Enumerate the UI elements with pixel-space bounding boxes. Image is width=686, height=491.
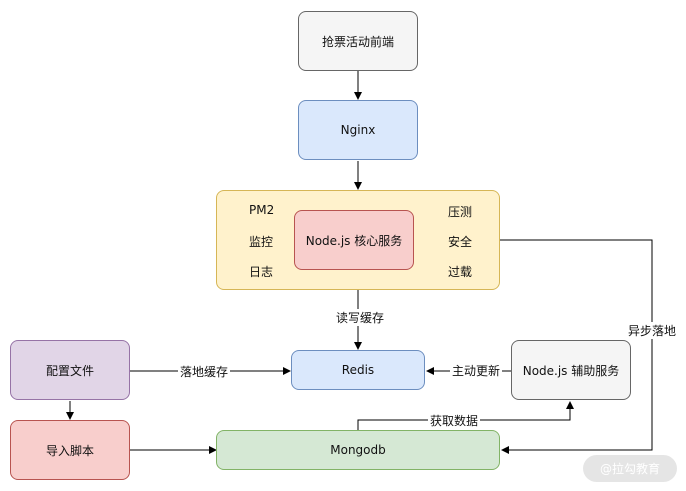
core-left-label-1: PM2: [249, 203, 275, 217]
mongodb-node: Mongodb: [216, 430, 500, 470]
redis-node: Redis: [291, 350, 425, 390]
nginx-label: Nginx: [340, 123, 376, 137]
frontend-node: 抢票活动前端: [298, 11, 418, 71]
config-file-node: 配置文件: [10, 340, 130, 400]
nginx-node: Nginx: [298, 100, 418, 160]
import-script-label: 导入脚本: [45, 443, 94, 458]
edge-label-landing-cache: 落地缓存: [178, 363, 231, 380]
watermark: @拉勾教育: [583, 455, 677, 482]
core-right-label-1: 压测: [448, 205, 473, 219]
core-service-node: Node.js 核心服务: [294, 210, 414, 270]
core-left-label-2: 监控: [249, 235, 274, 249]
aux-service-label: Node.js 辅助服务: [522, 363, 620, 378]
aux-service-node: Node.js 辅助服务: [511, 340, 631, 400]
edge-core-mongodb: [500, 239, 653, 454]
redis-label: Redis: [341, 363, 375, 377]
edge-label-fetch-data: 获取数据: [428, 412, 481, 429]
import-script-node: 导入脚本: [10, 420, 130, 480]
core-right-label-2: 安全: [448, 235, 473, 249]
watermark-text: @拉勾教育: [599, 462, 660, 476]
edge-label-read-write-cache: 读写缓存: [334, 309, 387, 326]
core-left-label-3: 日志: [249, 265, 274, 279]
core-group-node: [216, 190, 500, 290]
edge-label-async-landing: 异步落地: [626, 322, 679, 339]
core-service-label: Node.js 核心服务: [305, 233, 403, 248]
core-right-label-3: 过载: [448, 265, 473, 279]
config-file-label: 配置文件: [45, 363, 94, 378]
frontend-label: 抢票活动前端: [321, 34, 394, 49]
mongodb-label: Mongodb: [330, 443, 386, 457]
edge-label-active-update: 主动更新: [450, 362, 503, 379]
